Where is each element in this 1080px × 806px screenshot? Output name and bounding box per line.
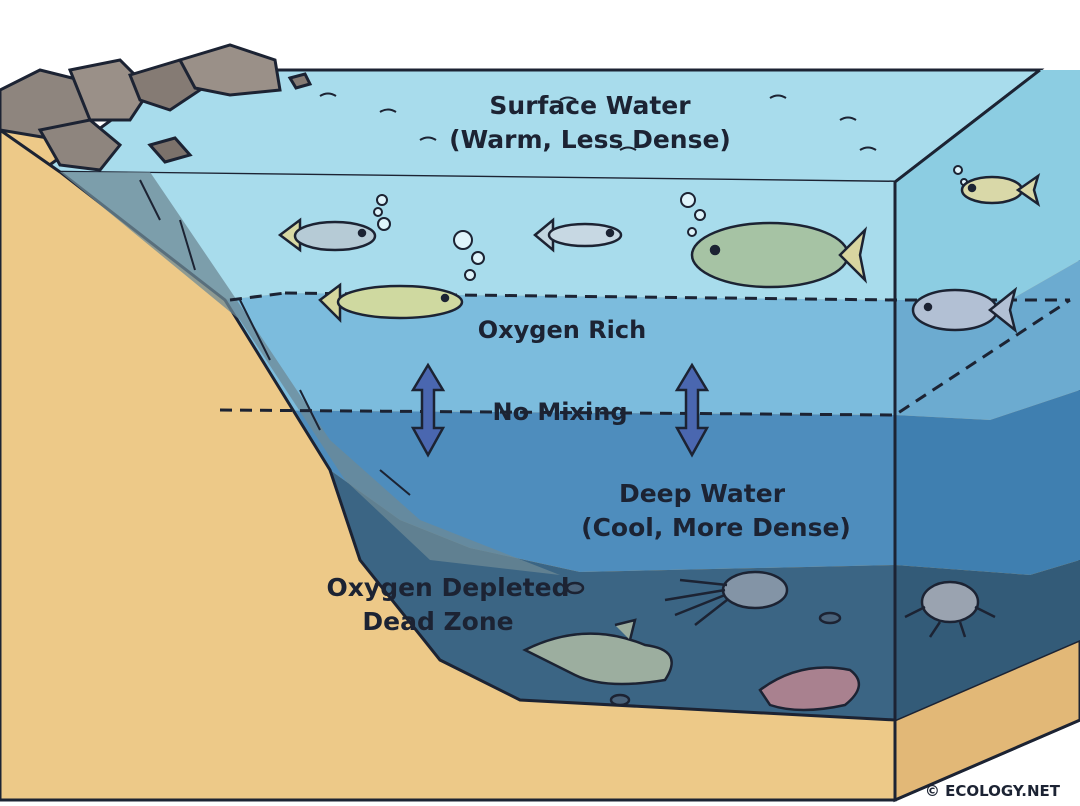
double-arrow-left-icon (410, 362, 446, 458)
fish-group (277, 172, 1041, 334)
fish-6 (960, 172, 1041, 208)
double-arrow-right-icon (674, 362, 710, 458)
no-mixing-arrows (410, 362, 710, 458)
zone-labels: Surface Water (Warm, Less Dense) Oxygen … (327, 91, 851, 636)
dead-crab (904, 580, 996, 638)
credit-text: © ECOLOGY.NET (925, 782, 1061, 800)
fish-1 (277, 217, 377, 253)
fish-5 (911, 286, 1018, 334)
deep-water-label: Deep Water (619, 479, 786, 508)
shore-slope (0, 128, 897, 802)
dead-creatures (522, 570, 996, 712)
oxygen-rich-label: Oxygen Rich (478, 316, 646, 344)
surface-water-label: Surface Water (489, 91, 691, 120)
surface-water-sublabel: (Warm, Less Dense) (449, 125, 731, 154)
fish-2 (533, 217, 623, 253)
dead-squid (664, 570, 789, 626)
dead-zone-sublabel: Dead Zone (362, 607, 513, 636)
fish-3 (318, 282, 464, 324)
dead-zone-label: Oxygen Depleted (327, 573, 570, 602)
shore-rocks (0, 43, 313, 172)
fish-4 (690, 221, 868, 289)
no-mixing-label: No Mixing (492, 398, 627, 426)
dead-catfish (522, 618, 673, 686)
dead-starfish (758, 666, 860, 712)
bubbles (373, 165, 968, 281)
deep-water-sublabel: (Cool, More Dense) (581, 513, 851, 542)
